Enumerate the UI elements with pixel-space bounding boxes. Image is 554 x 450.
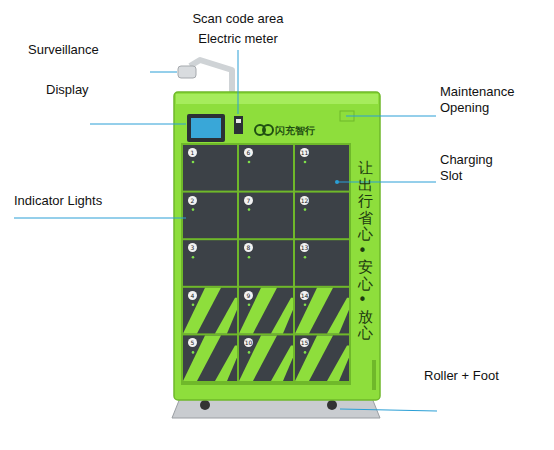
camera-pole [190,60,232,96]
indicator-light [192,256,195,259]
slot-number: 11 [300,148,309,157]
leader-line [238,50,239,114]
leader-line [346,116,436,117]
door-stripe [239,288,277,334]
indicator-light [248,304,251,307]
brand-logo: 闪充智行 [275,124,315,138]
door-stripe [215,345,237,381]
slot-frame [181,143,351,385]
charging-slot-door [295,193,349,239]
charging-slot-door [183,145,237,191]
slot-number: 12 [300,196,309,205]
door-stripe [239,335,277,381]
charging-slot-door [295,335,349,381]
indicator-light [304,161,307,164]
part-label: Display [46,82,89,98]
door-stripe [327,298,349,334]
display-frame [187,114,225,142]
charging-slot-door [183,288,237,334]
camera [178,66,196,78]
indicator-light [192,351,195,354]
door-stripe [295,288,333,334]
part-label: Electric meter [198,31,277,47]
part-label: Scan code area [192,11,283,27]
leader-line [337,182,436,183]
roller [327,400,337,410]
slot-number: 9 [244,291,253,300]
indicator-light [192,304,195,307]
cabinet-body [174,92,380,400]
foot-base [172,398,380,418]
charging-slot-door [183,193,237,239]
door-stripe [183,335,221,381]
slot-number: 1 [188,148,197,157]
door-stripe [271,298,293,334]
scan-meter [234,116,243,134]
charging-slot-door [183,240,237,286]
door-stripe [183,288,221,334]
indicator-light [248,256,251,259]
leader-line [150,72,177,73]
charging-slot-door [295,288,349,334]
leader-line [90,124,186,125]
door-stripe [327,345,349,381]
indicator-light [248,161,251,164]
slot-number: 7 [244,196,253,205]
charging-slot-door [239,335,293,381]
cabinet-top [176,94,378,104]
slot-number: 2 [188,196,197,205]
charging-slot-door [239,193,293,239]
indicator-light [192,161,195,164]
indicator-light [304,256,307,259]
door-stripe [271,345,293,381]
leader-line [14,218,186,219]
charging-slot-door [295,240,349,286]
door-stripe [295,335,333,381]
leader-line [340,409,437,411]
door-stripe [215,298,237,334]
indicator-light [192,208,195,211]
indicator-light [304,304,307,307]
part-label: Maintenance Opening [440,84,530,115]
logo-icon [263,125,273,135]
indicator-light [304,208,307,211]
charging-slot-door [239,288,293,334]
roller [200,400,210,410]
indicator-light [248,208,251,211]
part-label: Charging Slot [440,152,510,183]
charging-slot-door [239,240,293,286]
slogan-text: 让出行省心•安心•放心 [358,160,373,342]
leader-dot [335,180,339,184]
part-label: Roller + Foot [424,368,499,384]
slot-number: 6 [244,148,253,157]
slot-number: 4 [188,291,197,300]
slot-number: 14 [300,291,309,300]
charging-slot-door [239,145,293,191]
display-screen [191,118,221,138]
meter-window [236,119,241,123]
charging-slot-door [295,145,349,191]
indicator-light [248,351,251,354]
part-label: Surveillance [28,42,99,58]
side-handle [372,360,376,390]
charging-slot-door [183,335,237,381]
part-label: Indicator Lights [14,193,102,209]
indicator-light [304,351,307,354]
slot-number: 13 [300,243,309,252]
side-strip [352,143,378,385]
